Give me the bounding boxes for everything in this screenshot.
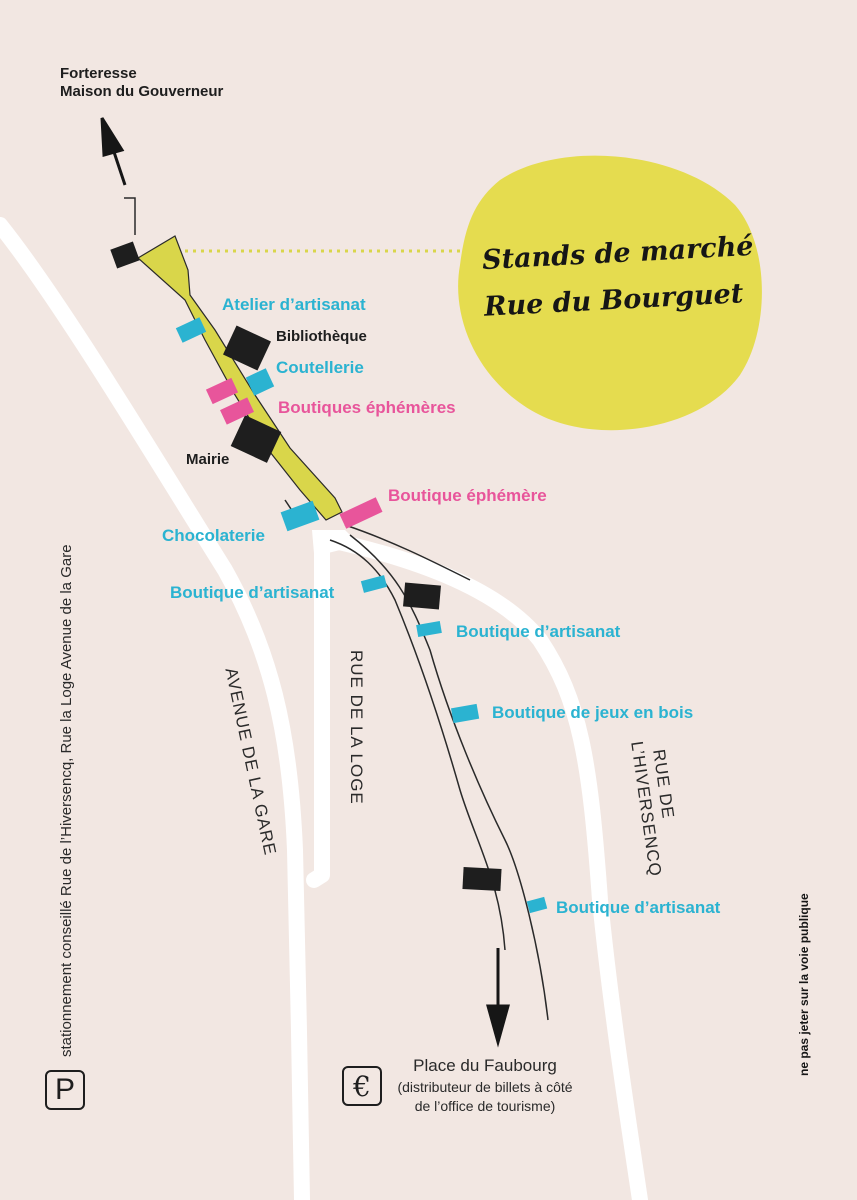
street-edge-south-e [344,524,549,1021]
building-south-2 [462,867,502,891]
north-label-line2: Maison du Gouverneur [60,83,224,100]
notice-text: ne pas jeter sur la voie publique [797,893,811,1076]
road-rue-de-lhiversencq [322,532,648,1200]
parking-icon: P [45,1070,85,1110]
market-blob [458,155,762,431]
euro-icon: € [342,1066,382,1106]
label-artisanat-3: Boutique d’artisanat [556,898,721,917]
arrow-north-head [100,117,125,157]
shop-jeux-bois [450,703,480,724]
shop-artisanat-2 [416,621,442,637]
shop-ephemere-1 [205,377,239,405]
label-jeux-bois: Boutique de jeux en bois [492,703,694,722]
shop-artisanat-3 [526,896,548,914]
label-chocolaterie: Chocolaterie [162,526,265,545]
street-edge-north [124,197,136,235]
market-street [136,235,343,521]
building-south-1 [403,582,441,610]
label-coutellerie: Coutellerie [276,358,364,377]
arrow-south-head [486,1004,510,1048]
label-atelier: Atelier d’artisanat [222,295,366,314]
shop-artisanat-1 [360,575,388,593]
shop-ephemere-2 [220,397,254,425]
square-white [312,530,360,565]
road-avenue-de-la-gare [0,217,310,1200]
street-edge-south-w [329,539,506,951]
shop-coutellerie [245,368,275,396]
shop-ephemere-3 [339,497,383,529]
shop-chocolaterie [280,500,320,532]
road-label-loge: RUE DE LA LOGE [347,650,366,805]
atm-line3: de l’office de tourisme) [414,1098,556,1114]
label-bibliotheque: Bibliothèque [276,328,367,345]
atm-line1: Place du Faubourg [413,1056,557,1075]
north-label-line1: Forteresse [60,65,137,82]
road-rue-de-la-loge [306,540,330,888]
label-artisanat-2: Boutique d’artisanat [456,622,621,641]
shop-atelier [175,317,207,343]
atm-line2: (distributeur de billets à côté [397,1079,573,1095]
building-mairie [230,415,282,463]
label-boutique-ephemere: Boutique éphémère [388,486,547,505]
label-mairie: Mairie [186,451,230,468]
building-north [110,241,140,269]
label-boutiques-ephemeres: Boutiques éphémères [278,398,456,417]
label-artisanat-1: Boutique d’artisanat [170,583,335,602]
building-bibliotheque [223,325,271,371]
parking-text: stationnement conseillé Rue de l’Hiverse… [58,544,75,1057]
